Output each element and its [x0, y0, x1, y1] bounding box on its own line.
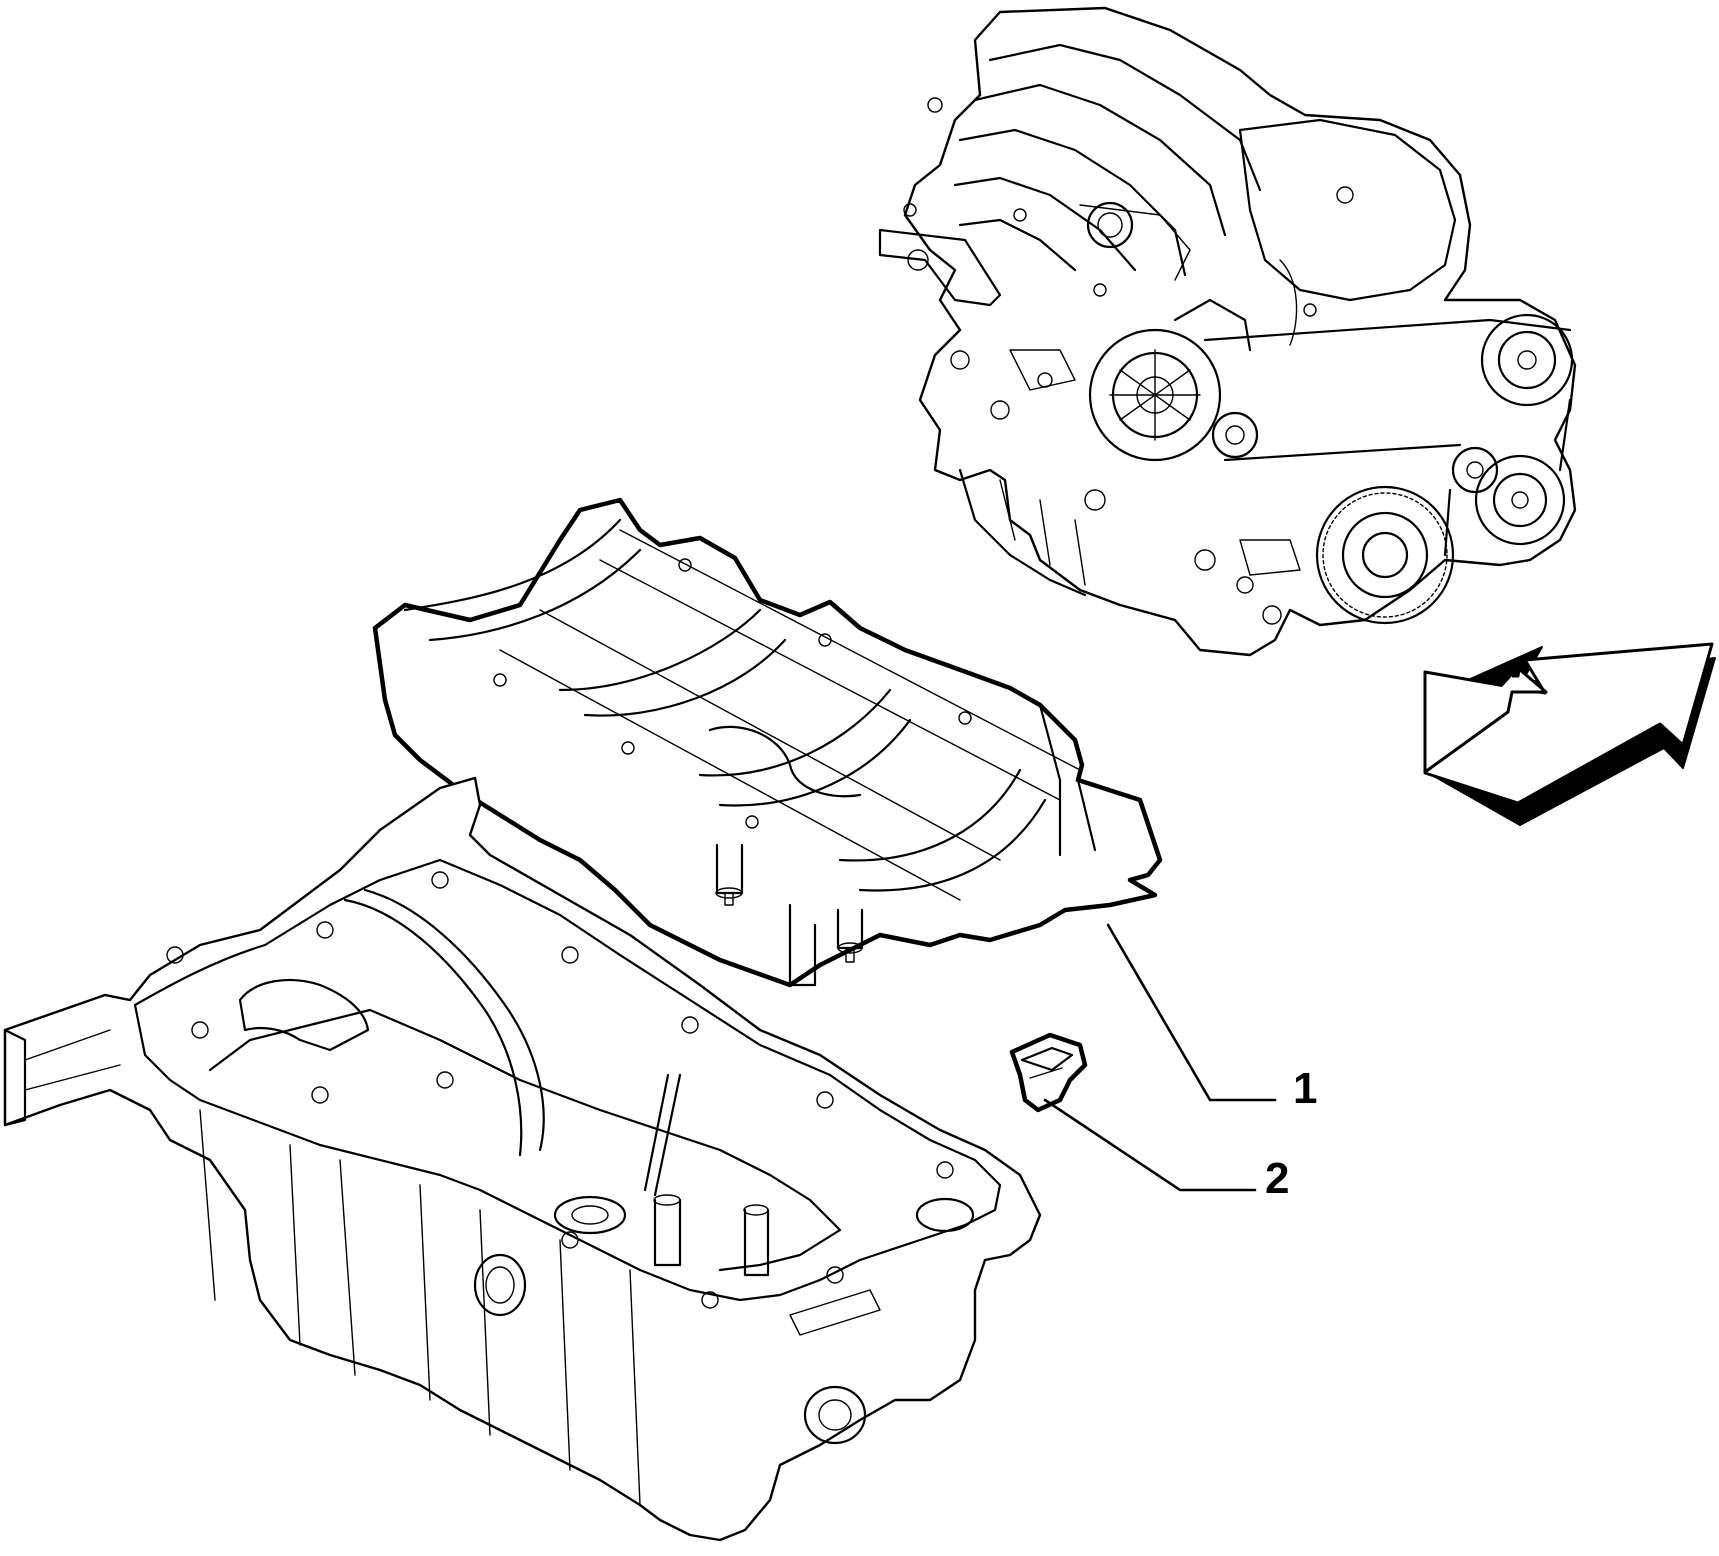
small-clip — [1009, 1032, 1088, 1113]
oil-pan-icon — [3, 776, 1042, 1542]
leader-line-1 — [1106, 923, 1277, 1102]
oil-baffle-plate — [372, 497, 1163, 988]
callout-label-1: 1 — [1293, 1064, 1317, 1113]
engine-assembly-icon — [878, 6, 1577, 657]
leader-lines — [1043, 923, 1277, 1192]
callout-label-2: 2 — [1265, 1154, 1289, 1203]
direction-arrow-icon — [1423, 642, 1716, 826]
leader-line-2 — [1043, 1098, 1257, 1192]
